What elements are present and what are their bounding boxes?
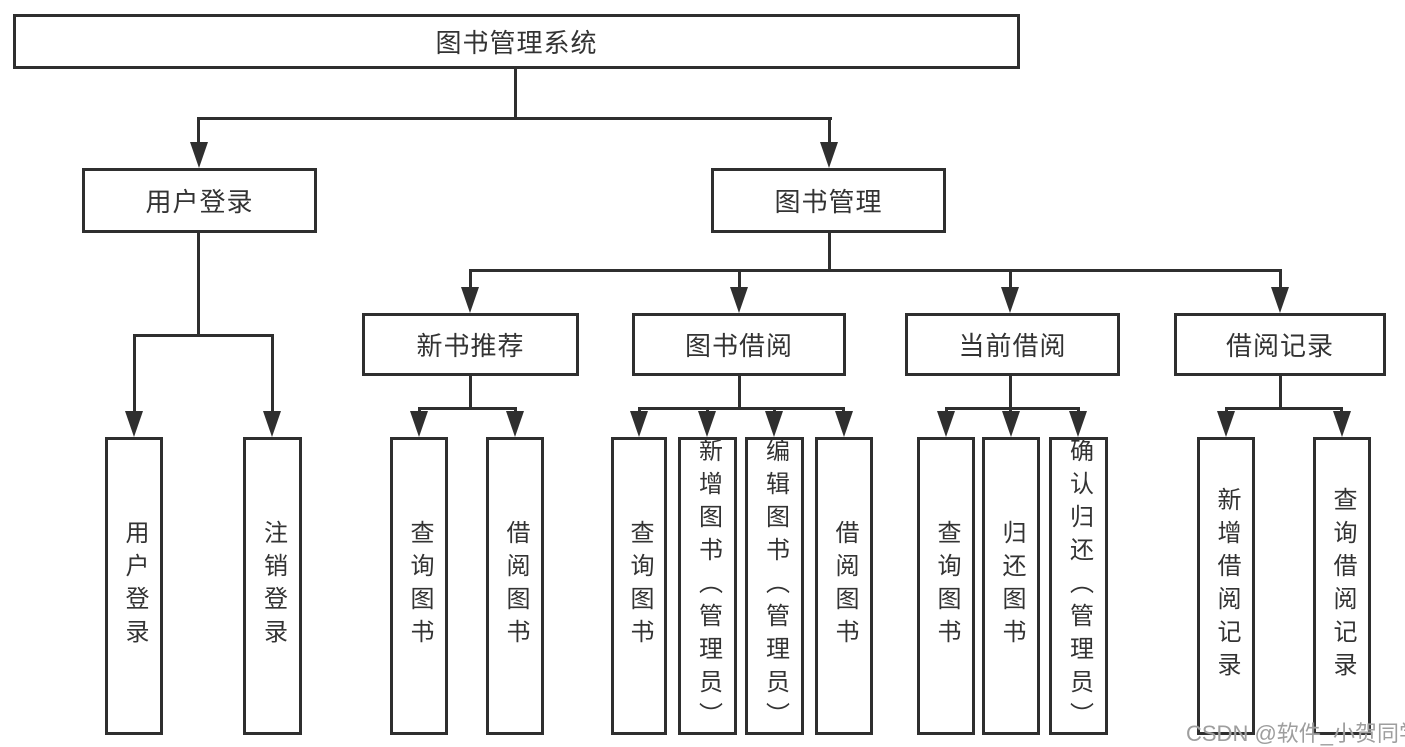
connector-book-borrow-branch — [638, 407, 845, 410]
leaf-label: 借阅图书 — [502, 520, 529, 652]
leaf-return-book: 归还图书 — [982, 437, 1040, 735]
connector-to-book-borrow — [738, 269, 741, 287]
connector-to-leaf — [706, 407, 709, 413]
node-label: 图书管理系统 — [435, 28, 598, 58]
arrow-down-icon — [1271, 287, 1289, 313]
node-current-borrow: 当前借阅 — [905, 313, 1120, 376]
leaf-label: 借阅图书 — [831, 520, 858, 652]
node-borrow-records: 借阅记录 — [1174, 313, 1386, 376]
connector-to-borrow-records — [1279, 269, 1282, 287]
leaf-confirm-return-admin: 确认归还（管理员） — [1049, 437, 1108, 735]
node-new-book-recommend: 新书推荐 — [362, 313, 579, 376]
leaf-label: 查询借阅记录 — [1329, 487, 1356, 685]
connector-to-leaf-user-login — [133, 334, 136, 412]
connector-to-leaf — [1077, 407, 1080, 413]
leaf-edit-book-admin: 编辑图书（管理员） — [745, 437, 804, 735]
arrow-down-icon — [1217, 411, 1235, 437]
connector-new-book-branch — [418, 407, 517, 410]
node-label: 图书管理 — [774, 187, 883, 217]
leaf-label: 注销登录 — [259, 520, 287, 652]
leaf-borrow-books: 借阅图书 — [815, 437, 873, 735]
arrow-down-icon — [698, 411, 716, 437]
node-label: 图书借阅 — [684, 331, 793, 361]
arrow-down-icon — [835, 411, 853, 437]
arrow-down-icon — [1333, 411, 1351, 437]
arrow-down-icon — [461, 287, 479, 313]
connector-new-book-stem — [469, 376, 472, 409]
arrow-down-icon — [820, 142, 838, 168]
node-user-login: 用户登录 — [82, 168, 317, 233]
connector-root-branch — [197, 117, 832, 120]
connector-root-stem — [514, 68, 517, 120]
arrow-down-icon — [1002, 411, 1020, 437]
leaf-query-books: 查询图书 — [917, 437, 975, 735]
connector-to-leaf — [514, 407, 517, 413]
connector-borrow-records-branch — [1225, 407, 1343, 410]
leaf-logout: 注销登录 — [243, 437, 302, 735]
arrow-down-icon — [765, 411, 783, 437]
connector-to-leaf — [842, 407, 845, 413]
watermark-csdn: CSDN @软件_小贺同学 — [1186, 721, 1405, 746]
leaf-borrow-books: 借阅图书 — [486, 437, 544, 735]
connector-book-borrow-stem — [738, 376, 741, 409]
leaf-add-borrow-record: 新增借阅记录 — [1197, 437, 1255, 735]
leaf-user-login: 用户登录 — [105, 437, 163, 735]
leaf-query-books: 查询图书 — [611, 437, 667, 735]
node-label: 借阅记录 — [1225, 331, 1334, 361]
arrow-down-icon — [263, 411, 281, 437]
connector-to-leaf — [773, 407, 776, 413]
arrow-down-icon — [506, 411, 524, 437]
arrow-down-icon — [730, 287, 748, 313]
leaf-query-books: 查询图书 — [390, 437, 448, 735]
connector-book-mgmt-branch — [469, 269, 1282, 272]
leaf-label: 编辑图书（管理员） — [761, 437, 789, 735]
leaf-label: 确认归还（管理员） — [1065, 437, 1093, 735]
node-library-system: 图书管理系统 — [13, 14, 1020, 69]
connector-to-book-mgmt — [828, 117, 831, 143]
leaf-add-book-admin: 新增图书（管理员） — [678, 437, 737, 735]
connector-user-login-stem — [197, 233, 200, 336]
leaf-label: 用户登录 — [121, 520, 148, 652]
arrow-down-icon — [410, 411, 428, 437]
node-book-borrow: 图书借阅 — [632, 313, 846, 376]
node-book-management: 图书管理 — [711, 168, 946, 233]
leaf-label: 查询图书 — [933, 520, 960, 652]
connector-book-mgmt-stem — [828, 233, 831, 271]
connector-to-leaf — [418, 407, 421, 413]
connector-to-new-book — [469, 269, 472, 287]
arrow-down-icon — [190, 142, 208, 168]
node-label: 当前借阅 — [958, 331, 1067, 361]
leaf-label: 查询图书 — [406, 520, 433, 652]
leaf-label: 查询图书 — [626, 520, 653, 652]
connector-to-leaf — [945, 407, 948, 413]
node-label: 用户登录 — [145, 187, 254, 217]
connector-user-login-branch — [133, 334, 274, 337]
connector-to-leaf — [1225, 407, 1228, 413]
arrow-down-icon — [630, 411, 648, 437]
leaf-label: 新增借阅记录 — [1213, 487, 1240, 685]
connector-to-leaf — [1340, 407, 1343, 413]
arrow-down-icon — [1069, 411, 1087, 437]
connector-to-leaf — [1009, 407, 1012, 413]
connector-to-user-login — [197, 117, 200, 143]
connector-to-leaf — [638, 407, 641, 413]
arrow-down-icon — [1001, 287, 1019, 313]
connector-to-leaf-logout — [271, 334, 274, 412]
leaf-query-borrow-record: 查询借阅记录 — [1313, 437, 1371, 735]
leaf-label: 归还图书 — [998, 520, 1025, 652]
arrow-down-icon — [125, 411, 143, 437]
connector-current-borrow-stem — [1009, 376, 1012, 409]
connector-current-borrow-branch — [945, 407, 1080, 410]
connector-borrow-records-stem — [1279, 376, 1282, 409]
leaf-label: 新增图书（管理员） — [694, 437, 722, 735]
node-label: 新书推荐 — [416, 331, 525, 361]
arrow-down-icon — [937, 411, 955, 437]
connector-to-current-borrow — [1009, 269, 1012, 287]
